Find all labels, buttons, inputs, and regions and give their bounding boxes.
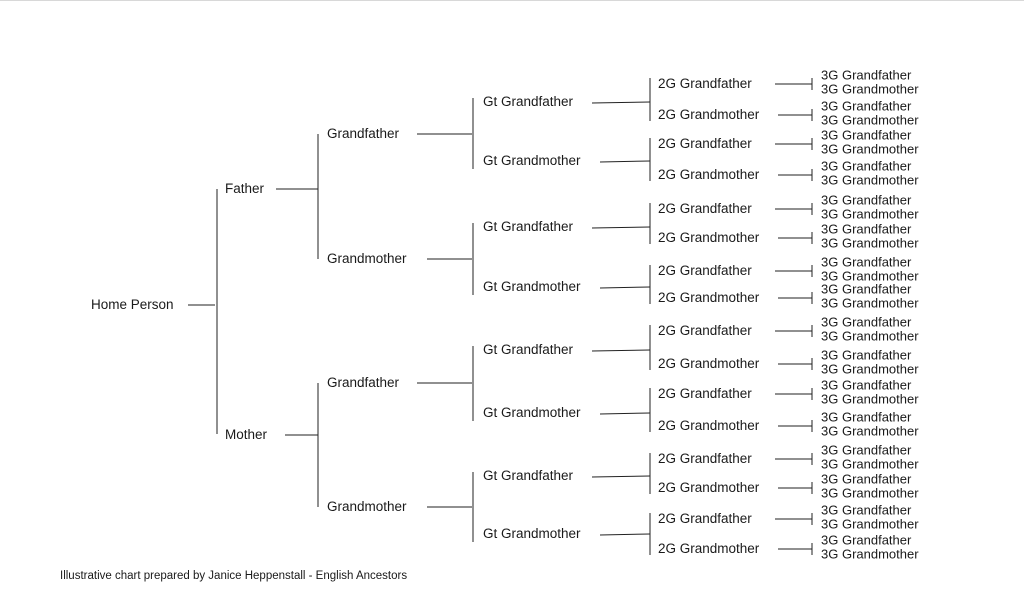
node-2g-grandfather: 2G Grandfather [658, 136, 752, 151]
node-mother: Mother [225, 427, 268, 442]
node-3g-grandfather: 3G Grandfather [821, 377, 912, 393]
node-2g-grandmother: 2G Grandmother [658, 107, 760, 122]
node-home-person: Home Person [91, 297, 174, 312]
node-gt-grandmother: Gt Grandmother [483, 279, 581, 294]
node-3g-grandfather: 3G Grandfather [821, 532, 912, 548]
node-3g-grandmother: 3G Grandmother [821, 361, 919, 377]
node-3g-grandmother: 3G Grandmother [821, 206, 919, 222]
connector-line [591, 475, 651, 478]
node-3g-grandfather: 3G Grandfather [821, 98, 912, 114]
node-3g-grandmother: 3G Grandmother [821, 81, 919, 97]
node-3g-grandfather: 3G Grandfather [821, 158, 912, 174]
node-3g-grandmother: 3G Grandmother [821, 423, 919, 439]
node-3g-grandmother: 3G Grandmother [821, 141, 919, 157]
node-gt-grandfather: Gt Grandfather [483, 342, 574, 357]
node-2g-grandmother: 2G Grandmother [658, 230, 760, 245]
connector-line [599, 286, 651, 289]
node-2g-grandfather: 2G Grandfather [658, 511, 752, 526]
node-3g-grandfather: 3G Grandfather [821, 347, 912, 363]
node-3g-grandmother: 3G Grandmother [821, 268, 919, 284]
connector-line [591, 101, 651, 104]
node-grandfather: Grandfather [327, 375, 400, 390]
node-2g-grandfather: 2G Grandfather [658, 76, 752, 91]
node-3g-grandfather: 3G Grandfather [821, 502, 912, 518]
node-2g-grandmother: 2G Grandmother [658, 480, 760, 495]
node-2g-grandfather: 2G Grandfather [658, 263, 752, 278]
node-3g-grandfather: 3G Grandfather [821, 281, 912, 297]
node-3g-grandmother: 3G Grandmother [821, 295, 919, 311]
node-father: Father [225, 181, 265, 196]
connector-line [599, 160, 651, 163]
node-3g-grandfather: 3G Grandfather [821, 409, 912, 425]
node-gt-grandmother: Gt Grandmother [483, 153, 581, 168]
node-2g-grandfather: 2G Grandfather [658, 323, 752, 338]
node-3g-grandmother: 3G Grandmother [821, 172, 919, 188]
node-3g-grandmother: 3G Grandmother [821, 516, 919, 532]
node-grandmother: Grandmother [327, 251, 407, 266]
node-grandfather: Grandfather [327, 126, 400, 141]
node-3g-grandfather: 3G Grandfather [821, 254, 912, 270]
connector-line [591, 349, 651, 352]
node-3g-grandfather: 3G Grandfather [821, 67, 912, 83]
node-2g-grandmother: 2G Grandmother [658, 418, 760, 433]
node-gt-grandmother: Gt Grandmother [483, 526, 581, 541]
node-3g-grandfather: 3G Grandfather [821, 221, 912, 237]
node-2g-grandfather: 2G Grandfather [658, 451, 752, 466]
node-2g-grandfather: 2G Grandfather [658, 386, 752, 401]
chart-credit: Illustrative chart prepared by Janice He… [60, 570, 408, 582]
node-3g-grandfather: 3G Grandfather [821, 314, 912, 330]
node-gt-grandfather: Gt Grandfather [483, 94, 574, 109]
node-2g-grandmother: 2G Grandmother [658, 356, 760, 371]
node-3g-grandmother: 3G Grandmother [821, 235, 919, 251]
node-3g-grandmother: 3G Grandmother [821, 485, 919, 501]
connector-line [599, 412, 651, 415]
node-3g-grandfather: 3G Grandfather [821, 471, 912, 487]
connector-line [599, 533, 651, 536]
connector-line [591, 226, 651, 229]
node-2g-grandfather: 2G Grandfather [658, 201, 752, 216]
node-2g-grandmother: 2G Grandmother [658, 167, 760, 182]
node-gt-grandfather: Gt Grandfather [483, 219, 574, 234]
node-3g-grandmother: 3G Grandmother [821, 391, 919, 407]
node-3g-grandmother: 3G Grandmother [821, 546, 919, 562]
node-3g-grandmother: 3G Grandmother [821, 456, 919, 472]
node-gt-grandmother: Gt Grandmother [483, 405, 581, 420]
node-3g-grandfather: 3G Grandfather [821, 127, 912, 143]
node-2g-grandmother: 2G Grandmother [658, 541, 760, 556]
node-3g-grandmother: 3G Grandmother [821, 328, 919, 344]
node-3g-grandmother: 3G Grandmother [821, 112, 919, 128]
node-grandmother: Grandmother [327, 499, 407, 514]
node-3g-grandfather: 3G Grandfather [821, 192, 912, 208]
node-2g-grandmother: 2G Grandmother [658, 290, 760, 305]
node-gt-grandfather: Gt Grandfather [483, 468, 574, 483]
node-3g-grandfather: 3G Grandfather [821, 442, 912, 458]
